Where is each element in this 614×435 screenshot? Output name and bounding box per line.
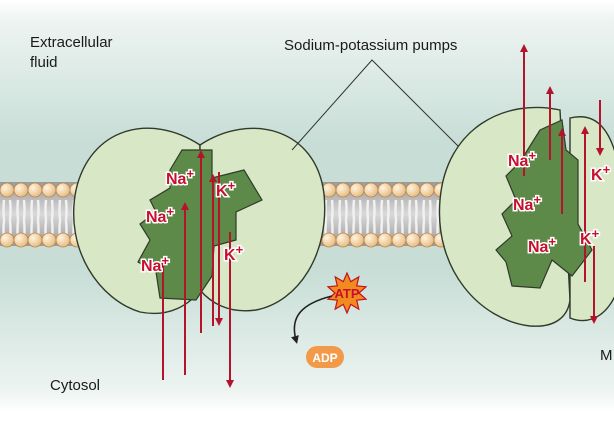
phospholipid-head (377, 232, 393, 248)
label-cytosol: Cytosol (50, 377, 101, 394)
ion-symbol: K (591, 167, 603, 184)
phospholipid-head (321, 232, 337, 248)
ion-symbol: K (224, 247, 236, 264)
sodium-ion-label: Na+ (166, 166, 194, 188)
potassium-ion-label: K+ (224, 242, 244, 264)
pumps-leader-lines (291, 59, 459, 151)
phospholipid-head (55, 182, 71, 198)
atp-to-adp-arrow (291, 295, 333, 344)
phospholipid-head (405, 182, 421, 198)
ion-charge: + (528, 148, 536, 163)
phospholipid-head (13, 182, 29, 198)
adp-pill (306, 346, 344, 368)
phospholipid-head (349, 232, 365, 248)
phospholipid-head (0, 182, 15, 198)
ion-charge: + (228, 178, 236, 193)
ion-charge: + (166, 204, 174, 219)
potassium-ion-label: K+ (580, 226, 600, 248)
phospholipid-head (27, 232, 43, 248)
phospholipid-head (335, 232, 351, 248)
atp-star (326, 271, 368, 315)
sodium-ion-label: Na+ (146, 204, 174, 226)
ion-symbol: K (216, 183, 228, 200)
label-cut-letter: M (600, 347, 613, 364)
sodium-ion-label: Na+ (141, 253, 169, 275)
ion-symbol: Na (528, 239, 549, 256)
phospholipid-head (377, 182, 393, 198)
ion-charge: + (161, 253, 169, 268)
ion-charge: + (186, 166, 194, 181)
phospholipid-head (41, 182, 57, 198)
phospholipid-head (13, 232, 29, 248)
phospholipid-head (335, 182, 351, 198)
phospholipid-head (419, 182, 435, 198)
ion-symbol: Na (141, 258, 162, 275)
phospholipid-head (55, 232, 71, 248)
phospholipid-head (27, 182, 43, 198)
phospholipid-head (0, 232, 15, 248)
ion-charge: + (236, 242, 244, 257)
ion-symbol: K (580, 231, 592, 248)
sodium-potassium-pump-right (438, 106, 614, 327)
potassium-ion-label: K+ (216, 178, 236, 200)
phospholipid-head (41, 232, 57, 248)
phospholipid-head (391, 232, 407, 248)
ion-symbol: Na (166, 171, 187, 188)
phospholipid-head (363, 182, 379, 198)
ion-labels: Na+Na+Na+K+K+Na+Na+Na+K+K+ (140, 147, 613, 277)
sodium-ion-label: Na+ (528, 234, 556, 256)
sodium-ion-label: Na+ (513, 192, 541, 214)
phospholipid-head (391, 182, 407, 198)
pump-right-channel (495, 119, 593, 289)
sodium-ion-label: Na+ (508, 148, 536, 170)
atp-label: ATP (334, 286, 359, 301)
adp-label: ADP (312, 351, 337, 365)
phospholipid-head (349, 182, 365, 198)
phospholipid-head (405, 232, 421, 248)
label-extracellular: Extracellular (30, 34, 113, 51)
ion-charge: + (548, 234, 556, 249)
phospholipid-head (419, 232, 435, 248)
ion-symbol: Na (146, 209, 167, 226)
ion-symbol: Na (508, 153, 529, 170)
ion-charge: + (603, 162, 611, 177)
potassium-ion-label: K+ (591, 162, 611, 184)
label-fluid: fluid (30, 54, 58, 71)
phospholipid-head (363, 232, 379, 248)
ion-charge: + (533, 192, 541, 207)
label-sodium-potassium-pumps: Sodium-potassium pumps (284, 37, 458, 54)
ion-symbol: Na (513, 197, 534, 214)
ion-charge: + (592, 226, 600, 241)
sodium-potassium-pump-left (73, 127, 326, 314)
ion-arrows (159, 44, 604, 388)
